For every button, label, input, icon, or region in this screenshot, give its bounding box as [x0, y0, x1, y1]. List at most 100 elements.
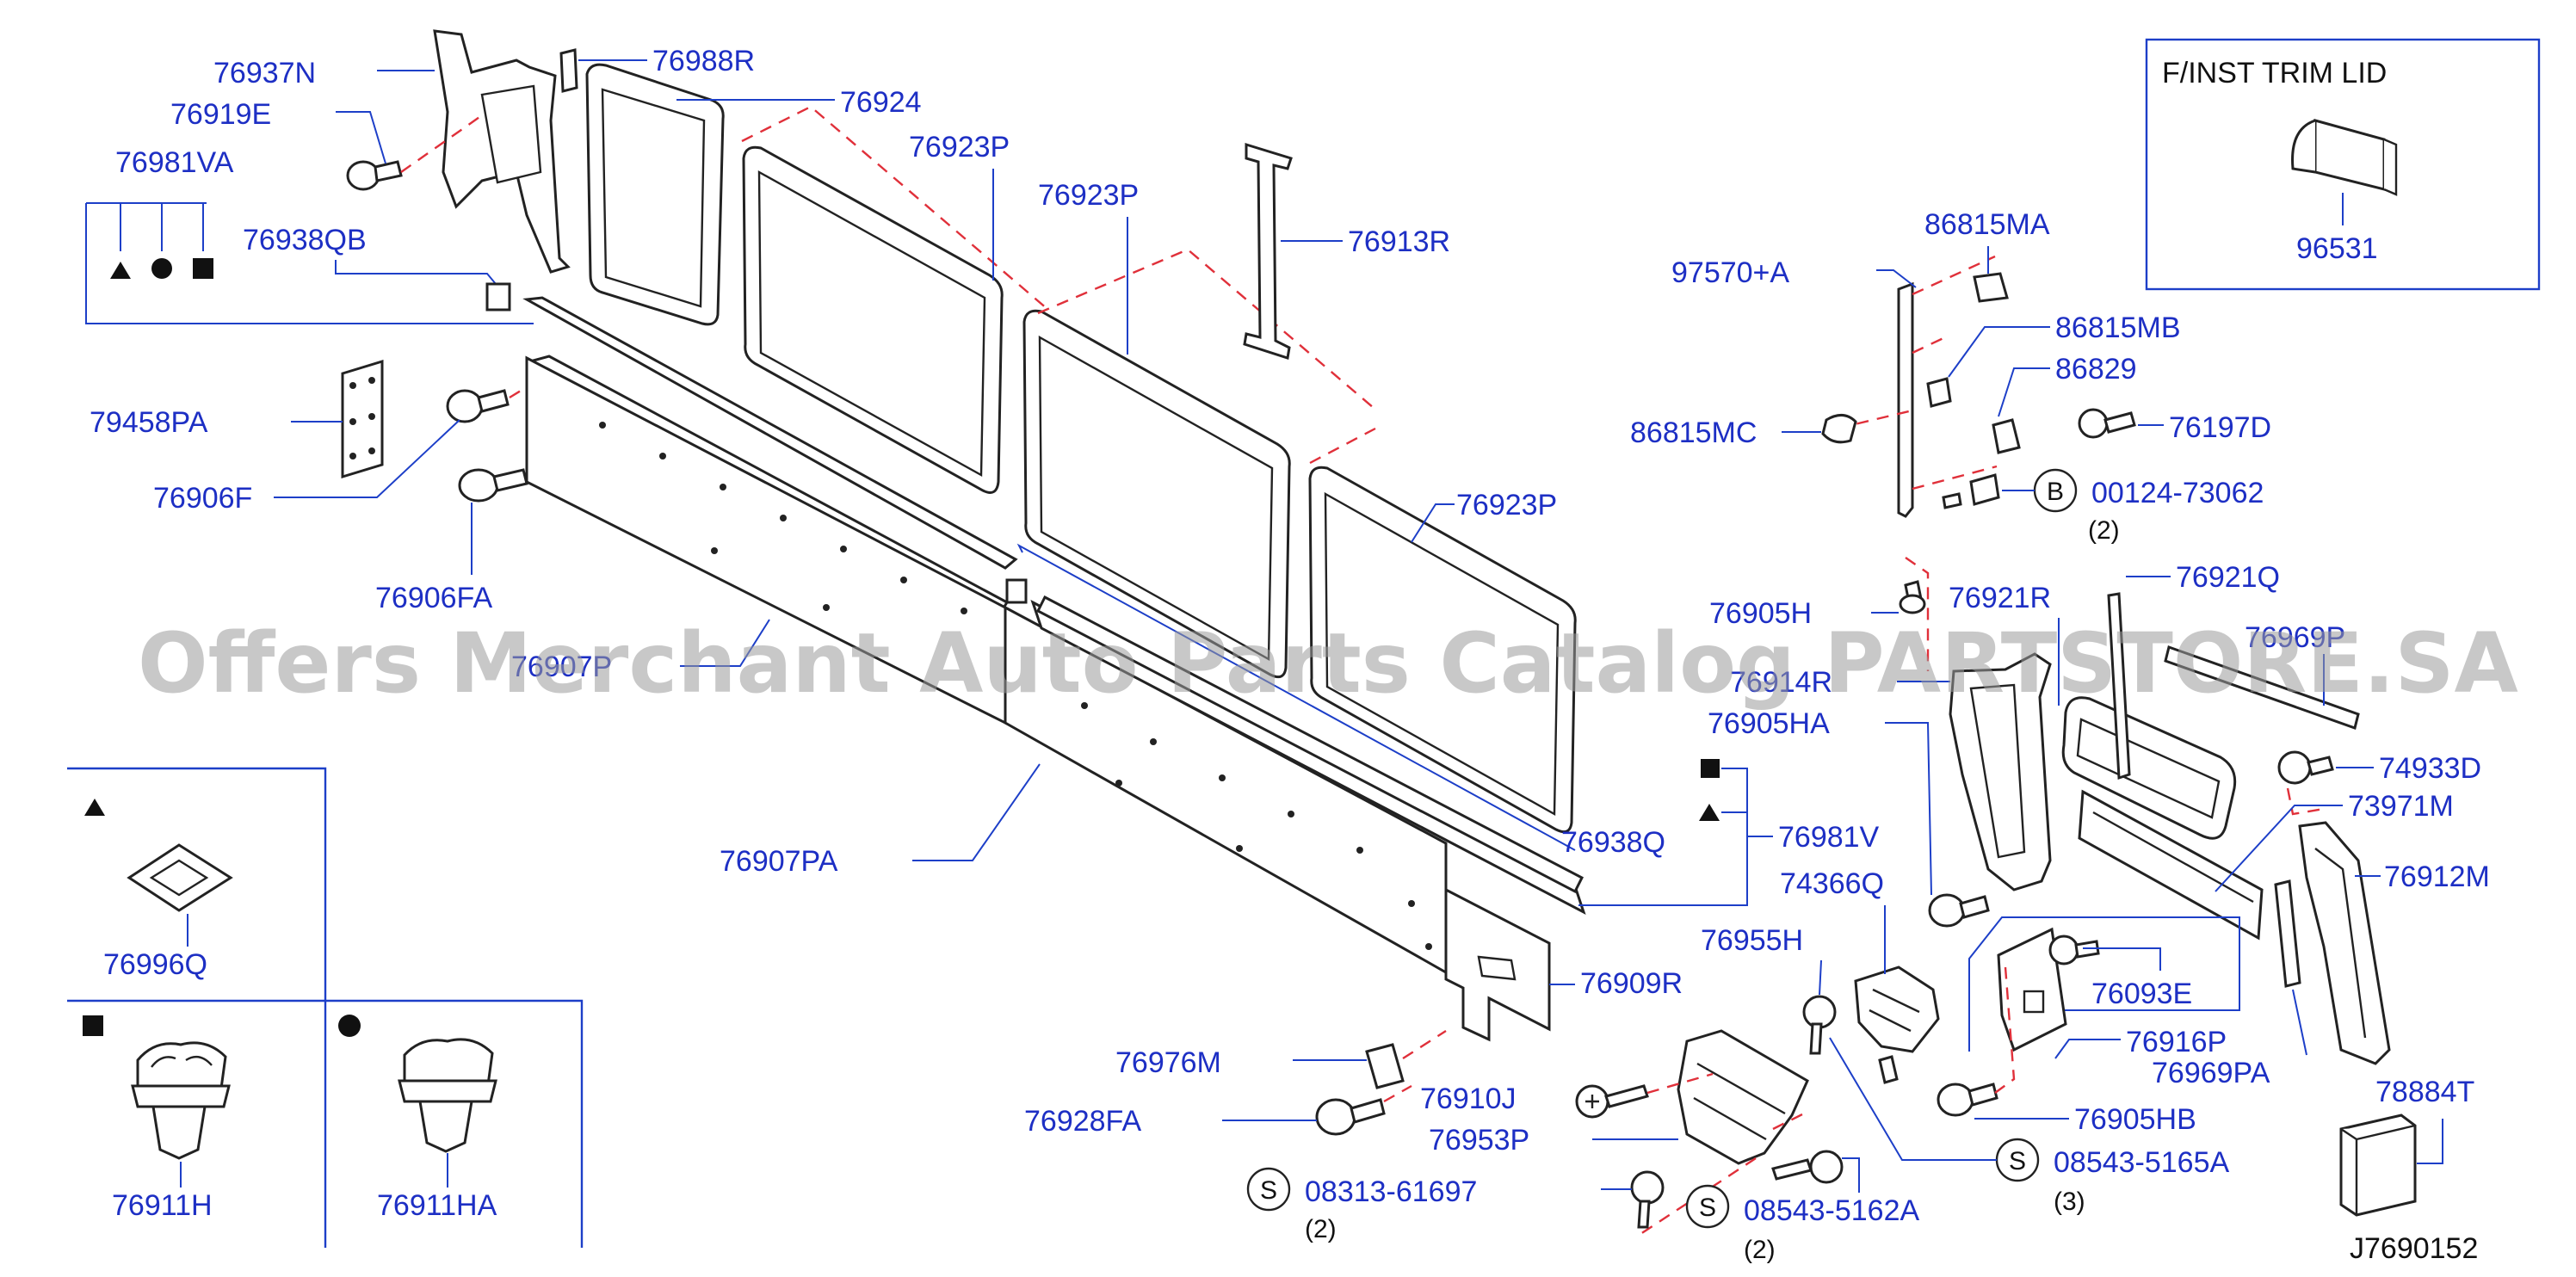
- label-96531[interactable]: 96531: [2296, 232, 2378, 265]
- label-86829[interactable]: 86829: [2055, 353, 2137, 386]
- label-86815MB[interactable]: 86815MB: [2055, 312, 2181, 344]
- label-76916P[interactable]: 76916P: [2126, 1026, 2227, 1058]
- strip-76969P: [2164, 645, 2360, 730]
- label-74933D[interactable]: 74933D: [2379, 752, 2481, 785]
- label-08543-5162A[interactable]: 08543-5162A: [1744, 1194, 1920, 1227]
- diagram-code: J7690152: [2350, 1232, 2478, 1265]
- window-group: 76988R 76924 76923P 76923P 76923P 76913R…: [559, 45, 1880, 906]
- leader-76905HA: [1885, 722, 1932, 896]
- label-76953P[interactable]: 76953P: [1429, 1124, 1529, 1157]
- leader-86829: [1998, 367, 2050, 417]
- bolt-76197D-icon: [2078, 408, 2136, 439]
- label-76981VA[interactable]: 76981VA: [115, 146, 234, 179]
- label-76955H[interactable]: 76955H: [1701, 924, 1803, 957]
- label-76910J[interactable]: 76910J: [1420, 1083, 1517, 1115]
- label-76911H[interactable]: 76911H: [112, 1189, 213, 1222]
- label-76905HB[interactable]: 76905HB: [2074, 1103, 2196, 1136]
- inset-divider-top: [67, 767, 327, 1248]
- leader-76938Q-box: [1016, 543, 1576, 851]
- pillar-inner-76914R: [1969, 683, 2026, 859]
- floor-rail-group: 76909R 76907P 76907PA: [511, 296, 1683, 1042]
- label-76928FA[interactable]: 76928FA: [1024, 1105, 1141, 1138]
- label-76938QB[interactable]: 76938QB: [243, 224, 367, 256]
- label-76988R[interactable]: 76988R: [652, 45, 755, 77]
- box-76916P: [1968, 916, 2240, 1052]
- qty-08313-61697: (2): [1305, 1215, 1337, 1243]
- seal-strip-76921Q-icon: [2107, 592, 2131, 780]
- clip-76911H-icon: [131, 1041, 231, 1160]
- label-76906FA[interactable]: 76906FA: [375, 582, 492, 614]
- label-76905H[interactable]: 76905H: [1709, 597, 1812, 630]
- label-76937N[interactable]: 76937N: [213, 57, 316, 89]
- rail-holes: [599, 422, 1432, 950]
- plate-79458PA-icon: [341, 359, 384, 479]
- label-76969P[interactable]: 76969P: [2245, 621, 2345, 654]
- label-76981V[interactable]: 76981V: [1778, 821, 1880, 854]
- label-76938Q[interactable]: 76938Q: [1561, 826, 1665, 859]
- leader-76969PA: [2292, 989, 2307, 1056]
- leader-76938QB: [335, 260, 505, 295]
- label-76976M[interactable]: 76976M: [1115, 1046, 1221, 1079]
- label-76093E[interactable]: 76093E: [2091, 978, 2192, 1010]
- clip-74933D-icon: [2277, 750, 2334, 785]
- label-76919E[interactable]: 76919E: [170, 98, 271, 131]
- strip-73971M: [2078, 789, 2264, 941]
- screw-76910J-icon: [1575, 1084, 1649, 1119]
- strip-73971M-line: [2092, 811, 2254, 904]
- clip-76928FA-icon: [1315, 1098, 1386, 1136]
- label-86815MA[interactable]: 86815MA: [1924, 208, 2050, 241]
- label-00124-73062[interactable]: 00124-73062: [2091, 477, 2264, 509]
- clip-76905HB-icon: [1937, 1083, 1998, 1117]
- label-08543-5165A[interactable]: 08543-5165A: [2054, 1146, 2230, 1179]
- label-76911HA[interactable]: 76911HA: [377, 1189, 497, 1222]
- long-rail-76907P: [522, 296, 1018, 570]
- label-86815MC[interactable]: 86815MC: [1630, 416, 1757, 449]
- label-08313-61697[interactable]: 08313-61697: [1305, 1175, 1477, 1208]
- label-76923P-a[interactable]: 76923P: [909, 131, 1010, 163]
- window-inner-1: [757, 170, 986, 478]
- screw-08543-5162A-icon: [1771, 1150, 1844, 1184]
- label-76907PA[interactable]: 76907PA: [720, 845, 838, 878]
- triangle-symbol-76981V-icon: [1699, 804, 1720, 821]
- label-76197D[interactable]: 76197D: [2169, 411, 2271, 444]
- label-79458PA[interactable]: 79458PA: [90, 406, 208, 439]
- bolt-00124-73062-icon: [1942, 473, 2000, 509]
- dashed-links-harness: [1836, 255, 1998, 490]
- label-76969PA[interactable]: 76969PA: [2152, 1057, 2270, 1089]
- clip-plate-76996Q-icon: [127, 843, 233, 912]
- rail-76938Q: [1035, 595, 1585, 894]
- label-76906F[interactable]: 76906F: [153, 482, 252, 515]
- label-76996Q[interactable]: 76996Q: [103, 948, 207, 981]
- label-74366Q[interactable]: 74366Q: [1780, 867, 1884, 900]
- inset-trim-lid: F/INST TRIM LID 96531: [2145, 38, 2541, 291]
- label-76923P-b[interactable]: 76923P: [1038, 179, 1139, 212]
- label-76923P-c[interactable]: 76923P: [1456, 489, 1557, 521]
- bottom-center-group: 76976M 76928FA S 08313-61697 (2) 76910J …: [1024, 867, 2230, 1264]
- label-78884T[interactable]: 78884T: [2375, 1076, 2474, 1108]
- dashed-link-76919E: [400, 114, 483, 173]
- leader-76955H: [1819, 959, 1822, 996]
- clip-76906FA-icon: [458, 468, 528, 503]
- label-76913R[interactable]: 76913R: [1348, 225, 1450, 258]
- label-76909R[interactable]: 76909R: [1580, 967, 1683, 1000]
- callout-S-1-icon: [1246, 1167, 1291, 1212]
- inset-divider-middle: [67, 999, 584, 1248]
- block-78884T-edges: [2340, 1124, 2416, 1215]
- qty-08543-5162A: (2): [1744, 1236, 1776, 1264]
- left-upper-group: 76937N 76919E 76981VA 76938QB 794: [85, 29, 571, 614]
- leader-76907PA: [912, 763, 1041, 861]
- window-inner-76924: [601, 88, 706, 308]
- qty-00124-73062: (2): [2088, 516, 2120, 545]
- inset-trim-lid-frame: [2145, 38, 2541, 291]
- label-73971M[interactable]: 73971M: [2348, 790, 2454, 823]
- label-97570A[interactable]: 97570+A: [1671, 256, 1789, 289]
- label-76905HA[interactable]: 76905HA: [1708, 707, 1830, 740]
- leader-78884T: [2417, 1119, 2443, 1164]
- label-76914R[interactable]: 76914R: [1730, 666, 1832, 699]
- label-76907P[interactable]: 76907P: [511, 651, 612, 683]
- screw-76955H-icon: [1802, 995, 1837, 1055]
- label-76924[interactable]: 76924: [840, 86, 922, 119]
- label-76921R[interactable]: 76921R: [1949, 582, 2051, 614]
- label-76912M[interactable]: 76912M: [2384, 861, 2490, 893]
- label-76921Q[interactable]: 76921Q: [2176, 561, 2280, 594]
